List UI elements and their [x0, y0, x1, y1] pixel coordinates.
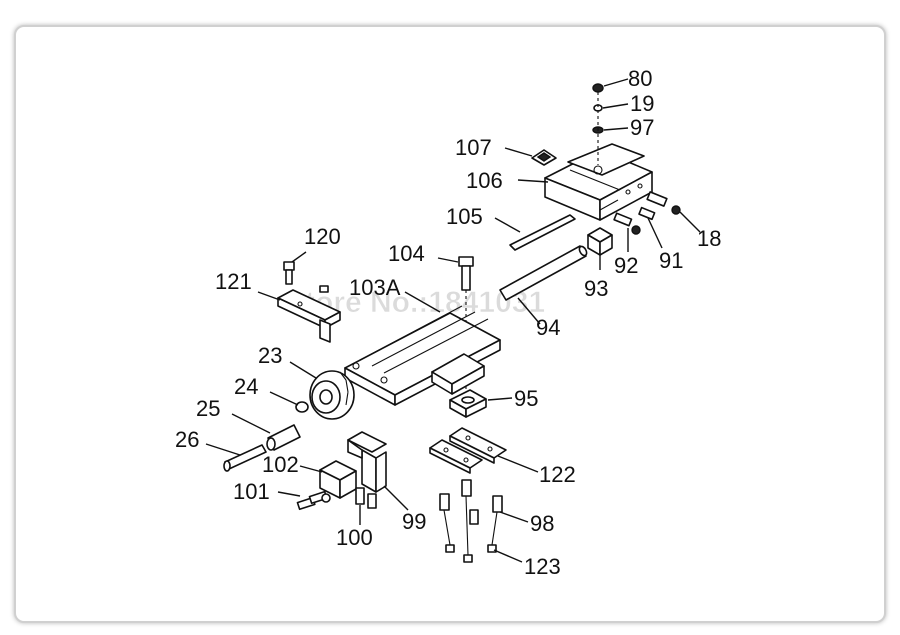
label-92: 92 [614, 253, 638, 278]
label-26: 26 [175, 427, 199, 452]
cross-slide-103a [344, 305, 501, 406]
shaft-94 [499, 245, 588, 301]
block-102 [319, 460, 357, 499]
label-121: 121 [215, 269, 252, 294]
bracket-121 [277, 261, 341, 343]
label-103a: 103A [349, 275, 401, 300]
label-18: 18 [697, 226, 721, 251]
label-91: 91 [659, 248, 683, 273]
label-25: 25 [196, 396, 220, 421]
bolt-104 [458, 256, 474, 395]
label-98: 98 [530, 511, 554, 536]
screw-stack-80-19-97 [592, 83, 604, 165]
label-94: 94 [536, 315, 560, 340]
gib-105 [509, 214, 576, 251]
label-93: 93 [584, 276, 608, 301]
compound-slide [544, 143, 653, 221]
bracket-99 [347, 431, 387, 493]
label-102: 102 [262, 452, 299, 477]
nuts-123 [445, 544, 497, 563]
label-23: 23 [258, 343, 282, 368]
part-93 [587, 227, 613, 256]
label-104: 104 [388, 241, 425, 266]
label-95: 95 [514, 386, 538, 411]
label-105: 105 [446, 204, 483, 229]
screws-100 [355, 487, 377, 509]
label-120: 120 [304, 224, 341, 249]
label-123: 123 [524, 554, 561, 579]
label-100: 100 [336, 525, 373, 550]
label-80: 80 [628, 66, 652, 91]
leader-lines [205, 78, 701, 563]
block-95 [449, 389, 487, 418]
label-97: 97 [630, 115, 654, 140]
label-99: 99 [402, 509, 426, 534]
plates-122 [429, 427, 507, 474]
nut-24 [295, 401, 309, 413]
pins-18-91-92 [613, 191, 681, 235]
label-122: 122 [539, 462, 576, 487]
label-19: 19 [630, 91, 654, 116]
label-107: 107 [455, 135, 492, 160]
label-106: 106 [466, 168, 503, 193]
screws-101 [296, 490, 331, 511]
label-24: 24 [234, 374, 258, 399]
part-labels: 80 19 97 107 106 18 105 91 92 93 120 104… [175, 66, 721, 579]
dial-23 [309, 370, 355, 420]
part-107 [531, 149, 557, 166]
label-101: 101 [233, 479, 270, 504]
bolts-98 [439, 479, 503, 556]
handle-26 [223, 444, 267, 472]
sleeve-25 [266, 424, 301, 451]
